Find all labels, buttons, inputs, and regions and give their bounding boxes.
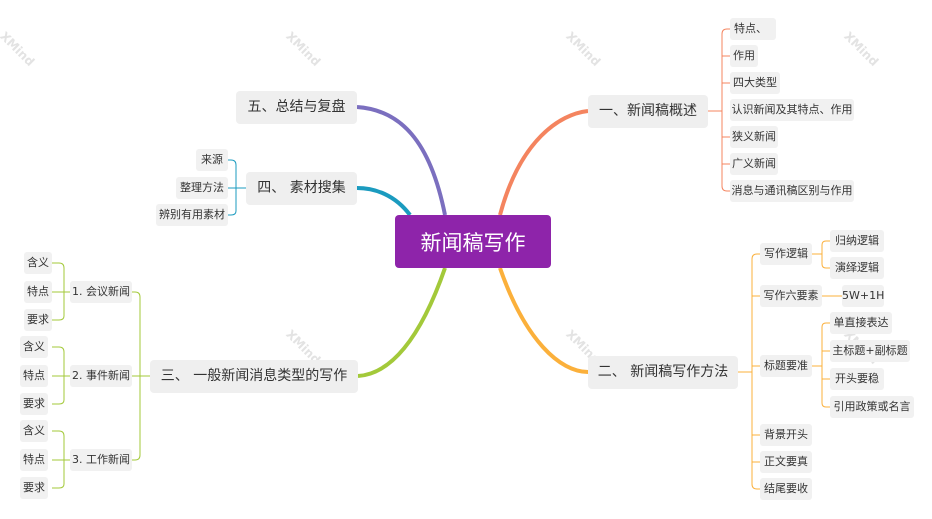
topic-summary[interactable]: 五、总结与复盘 [236, 91, 357, 124]
subtopic[interactable]: 消息与通讯稿区别与作用 [730, 180, 854, 202]
subtopic[interactable]: 特点 [20, 449, 48, 471]
subtopic[interactable]: 狭义新闻 [730, 126, 778, 148]
topic-material[interactable]: 四、 素材搜集 [246, 172, 357, 205]
subtopic-meeting-news[interactable]: 1. 会议新闻 [70, 281, 132, 303]
b3-bracket [52, 262, 150, 489]
subtopic[interactable]: 要求 [24, 309, 52, 331]
topic-methods[interactable]: 二、 新闻稿写作方法 [588, 356, 738, 389]
subtopic[interactable]: 正文要真 [760, 451, 812, 473]
subtopic[interactable]: 广义新闻 [730, 153, 778, 175]
subtopic[interactable]: 引用政策或名言 [830, 396, 914, 418]
subtopic[interactable]: 认识新闻及其特点、作用 [730, 99, 854, 121]
edge-root-b2 [498, 267, 589, 374]
subtopic[interactable]: 含义 [24, 252, 52, 274]
subtopic[interactable]: 作用 [730, 45, 758, 67]
b1-bracket [708, 28, 730, 192]
subtopic[interactable]: 特点、 [730, 18, 776, 40]
subtopic[interactable]: 四大类型 [730, 72, 780, 94]
subtopic[interactable]: 来源 [196, 149, 228, 171]
subtopic-title[interactable]: 标题要准 [760, 355, 812, 377]
subtopic[interactable]: 辨别有用素材 [156, 204, 228, 226]
subtopic[interactable]: 含义 [20, 420, 48, 442]
subtopic[interactable]: 单直接表达 [830, 312, 892, 334]
edge-root-b4 [356, 186, 412, 217]
subtopic[interactable]: 要求 [20, 393, 48, 415]
subtopic[interactable]: 开头要稳 [830, 368, 884, 390]
topic-news-types[interactable]: 三、 一般新闻消息类型的写作 [150, 360, 358, 393]
subtopic[interactable]: 主标题+副标题 [830, 340, 910, 362]
subtopic[interactable]: 含义 [20, 336, 48, 358]
subtopic[interactable]: 结尾要收 [760, 478, 812, 500]
subtopic-work-news[interactable]: 3. 工作新闻 [70, 449, 132, 471]
subtopic[interactable]: 整理方法 [176, 177, 228, 199]
subtopic[interactable]: 背景开头 [760, 424, 812, 446]
topic-overview[interactable]: 一、新闻稿概述 [588, 95, 708, 128]
subtopic[interactable]: 特点 [24, 281, 52, 303]
subtopic[interactable]: 演绎逻辑 [830, 257, 884, 279]
subtopic-event-news[interactable]: 2. 事件新闻 [70, 365, 132, 387]
subtopic-logic[interactable]: 写作逻辑 [760, 243, 812, 265]
subtopic[interactable]: 5W+1H [842, 285, 884, 307]
edge-root-b3 [357, 267, 447, 378]
subtopic[interactable]: 要求 [20, 477, 48, 499]
subtopic[interactable]: 特点 [20, 365, 48, 387]
root-topic[interactable]: 新闻稿写作 [395, 215, 551, 268]
subtopic[interactable]: 归纳逻辑 [830, 230, 884, 252]
edge-root-b5 [356, 105, 447, 216]
b4-bracket [228, 159, 246, 216]
subtopic-six-elements[interactable]: 写作六要素 [760, 285, 822, 307]
edge-root-b1 [498, 109, 589, 216]
b2-bracket [738, 240, 842, 490]
